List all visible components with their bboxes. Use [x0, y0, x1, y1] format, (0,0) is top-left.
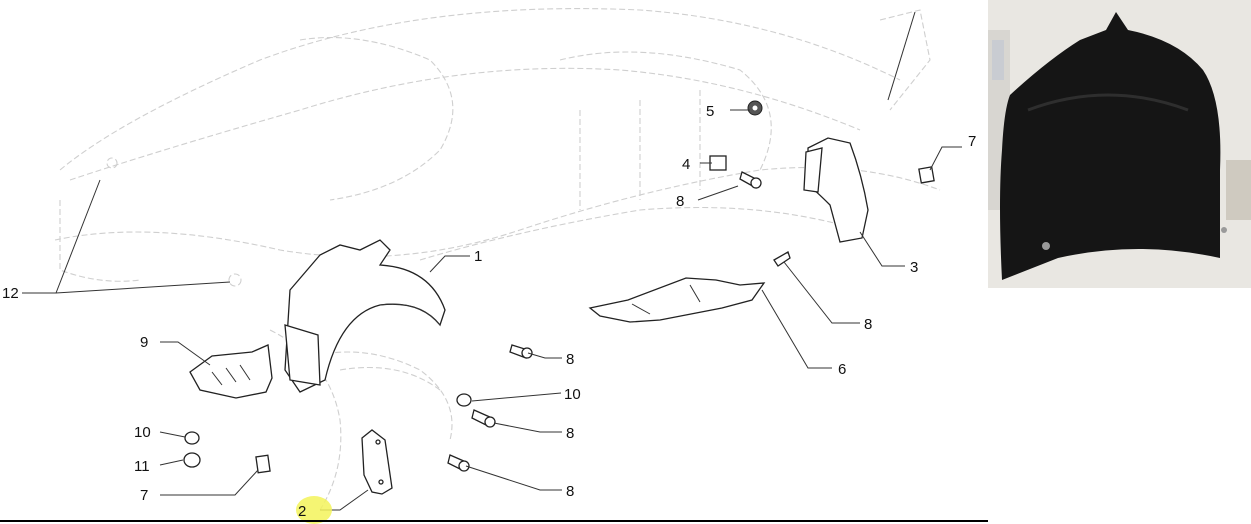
underbody-panel-part-6: [588, 277, 766, 323]
callout-9: 9: [140, 334, 148, 351]
callout-3: 3: [910, 259, 918, 276]
callout-10-right: 10: [564, 386, 581, 403]
fasteners: [183, 100, 935, 474]
wheel-arch-liner-part-1: [284, 239, 446, 393]
product-photo: [988, 0, 1251, 288]
clip-4: [709, 155, 727, 171]
lower-bracket-part-9: [189, 344, 273, 399]
callout-4: 4: [682, 156, 690, 173]
washer-10-left: [184, 431, 200, 445]
callout-1: 1: [474, 248, 482, 265]
rear-arch-liner-part-3: [803, 137, 869, 243]
callout-8-a: 8: [676, 193, 684, 210]
parts-diagram: 1 2 3 4 5 6 7 7 8 8 8 8 8 9 10 10 11 12: [0, 8, 988, 524]
mud-flap-part-2: [361, 429, 393, 495]
callout-7-right: 7: [968, 133, 976, 150]
mud-flap-photo: [1000, 12, 1221, 280]
leader-lines: [22, 11, 962, 511]
callout-2: 2: [298, 503, 306, 520]
callout-6: 6: [838, 361, 846, 378]
callout-8-d: 8: [566, 425, 574, 442]
callout-10-left: 10: [134, 424, 151, 441]
callout-2-highlight: [296, 496, 332, 524]
callout-8-e: 8: [566, 483, 574, 500]
callout-5: 5: [706, 103, 714, 120]
clip-7-right: [918, 166, 935, 184]
callout-labels: 1 2 3 4 5 6 7 7 8 8 8 8 8 9 10 10 11 12: [2, 103, 976, 524]
callout-12: 12: [2, 285, 19, 302]
clip-7-left: [255, 454, 271, 474]
grommet-11: [183, 452, 201, 468]
car-body-sketch: [54, 8, 941, 511]
screw-8-b: [773, 251, 791, 267]
washer-10-right: [456, 393, 472, 407]
callout-8-b: 8: [864, 316, 872, 333]
callout-11: 11: [134, 458, 150, 475]
callout-8-c: 8: [566, 351, 574, 368]
callout-7-left: 7: [140, 487, 148, 504]
